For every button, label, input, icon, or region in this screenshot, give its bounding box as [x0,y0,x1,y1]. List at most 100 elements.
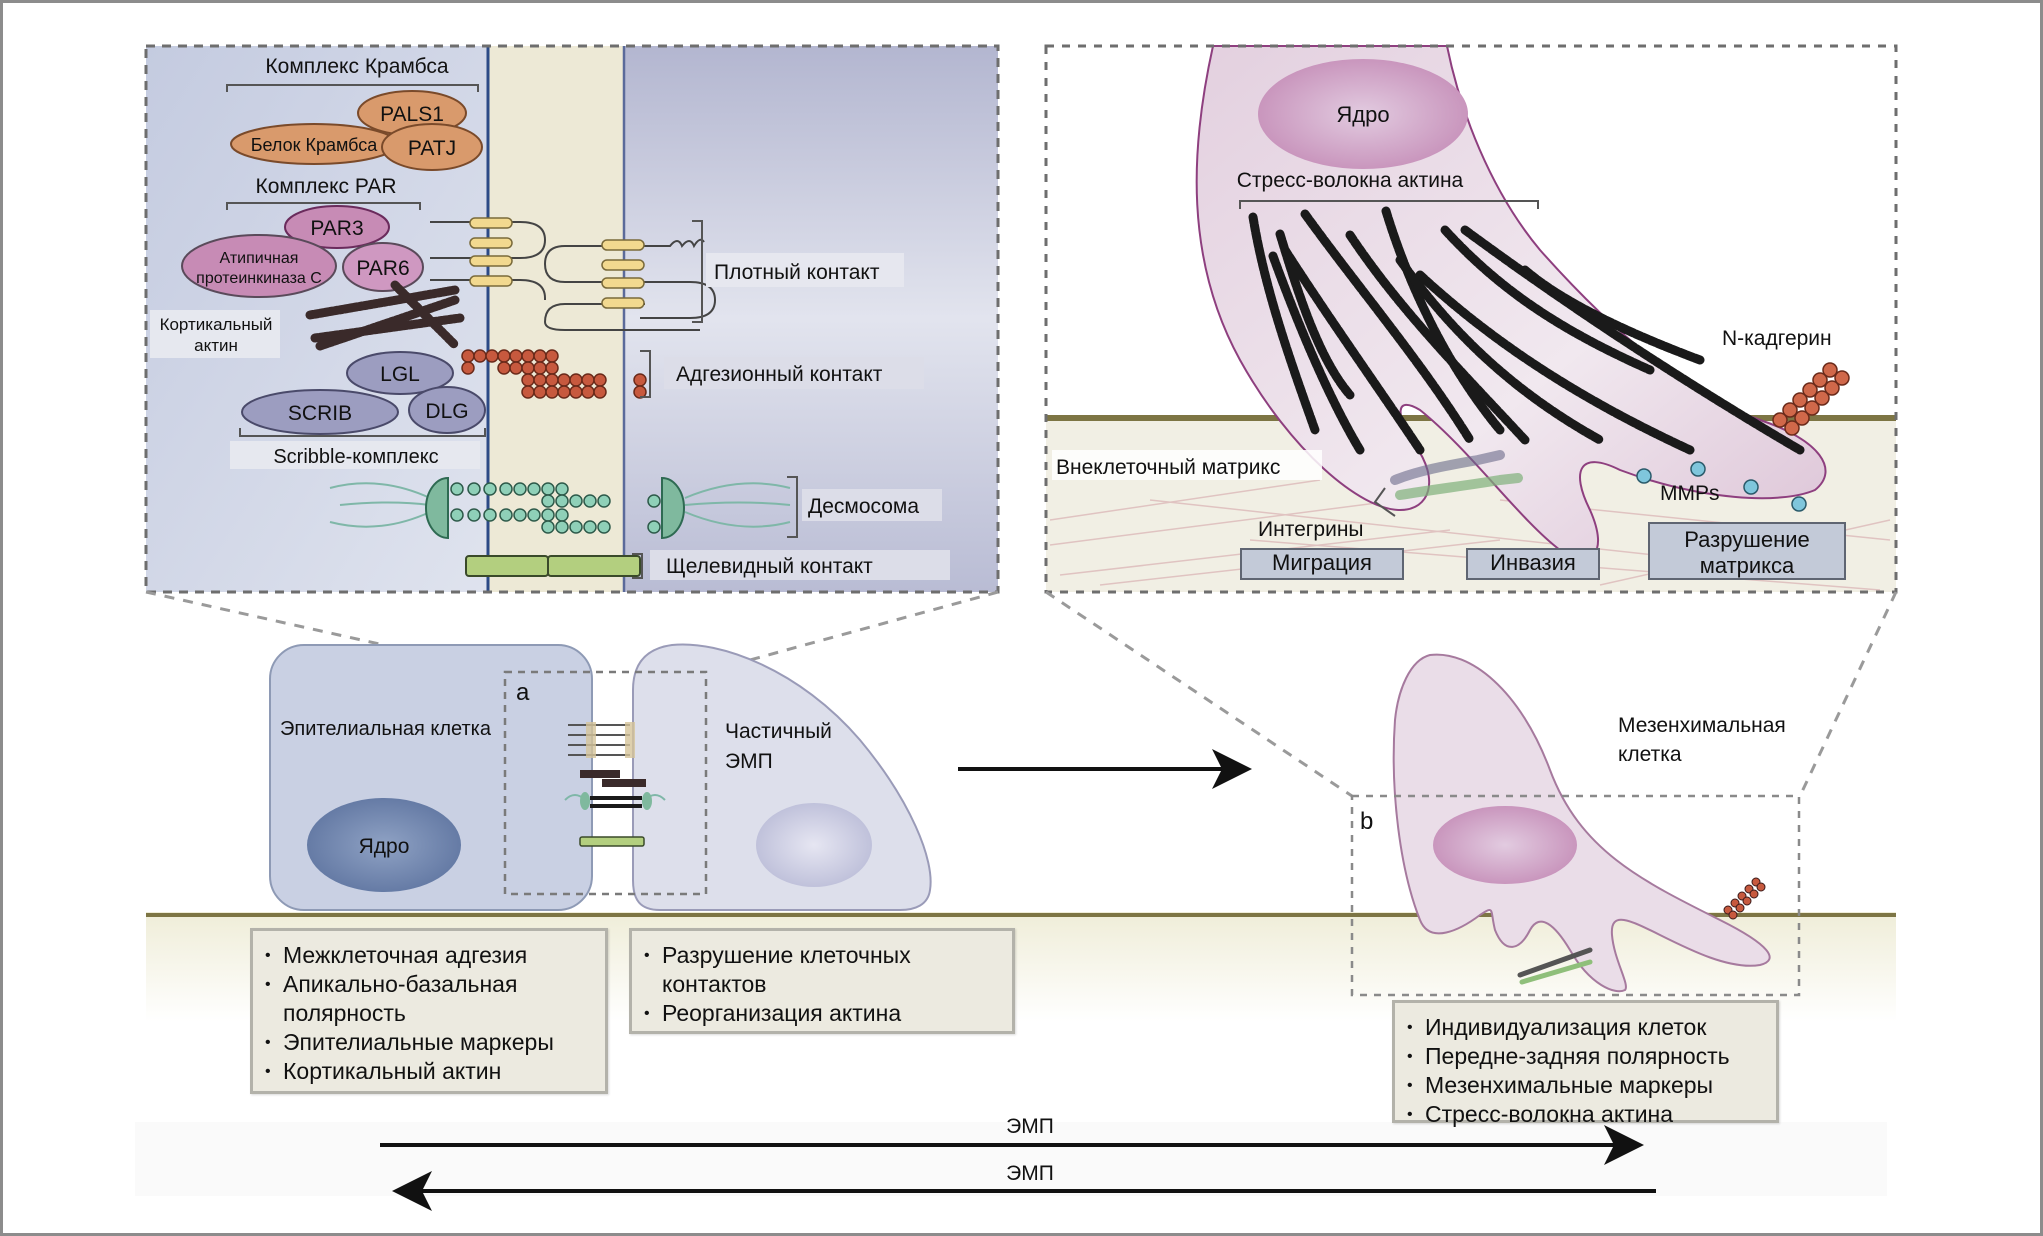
inset-a-letter: a [516,679,530,706]
desmosome-plaque-left [425,476,449,540]
desmosome-label-bg [802,489,942,521]
epithelial-cell-label: Эпителиальная клетка [280,718,492,740]
panel-b-invasion: Ядро Стресс-волокна актина N-кадгерин Ин… [1046,45,1896,592]
scribble-label-bg [230,441,480,469]
cortical-actin-label-line2: актин [194,336,238,355]
dlg-protein [408,386,486,434]
tight-junction-label: Плотный контакт [714,261,880,284]
adherens-junction [461,349,647,399]
gap-junction-label: Щелевидный контакт [666,555,873,578]
ecm-label-bg [1052,450,1322,480]
par-bracket [226,202,421,210]
matrix-degradation-line2: матрикса [1699,553,1795,578]
mesenchymal-features-list: Индивидуализация клетокПередне-задняя по… [1407,1013,1766,1129]
mesenchymal-cell [1392,653,1771,993]
reverse-transition-label: ЭМП [1006,1162,1054,1185]
crumbs-complex-title: Комплекс Крамбса [265,55,448,78]
mini-n-cadherin [1723,877,1766,920]
apkc-protein [181,234,337,298]
feature-item: Кортикальный актин [265,1057,563,1086]
lgl-label: LGL [380,363,420,386]
mmps-label: MMPs [1660,482,1720,505]
inset-a-box [503,670,708,896]
feature-item: Реорганизация актина [644,999,1002,1028]
connexon-left [465,555,549,577]
desmosome-filaments [329,482,791,528]
feature-item: Передне-задняя полярность [1407,1042,1766,1071]
desmosome-cadherins [450,482,661,534]
n-cadherin-zoomed [1772,362,1850,436]
panel-a-border [144,44,1000,594]
claudin-pills [469,217,645,309]
adherens-label-bg [664,357,924,389]
adherens-bracket [640,350,651,398]
scrib-label: SCRIB [288,402,352,425]
apkc-label-line1: Атипичная [220,250,299,267]
cortical-actin [305,280,465,351]
integrin-alpha [1390,450,1505,485]
invasion-tag: Инвазия [1466,548,1600,580]
desmosome-plaque-right [661,476,685,540]
mesenchymal-label-line1: Мезенхимальная [1618,714,1786,737]
inset-b-letter: b [1360,808,1373,835]
mini-integrin-beta [1519,959,1593,985]
feature-item: Разрушение клеточных контактов [644,941,1002,999]
patj-label: PATJ [408,137,456,160]
epithelial-nucleus [307,798,461,892]
matrix-degradation-line1: Разрушение [1684,527,1810,552]
inset-b-box [1350,794,1801,997]
par-complex-title: Комплекс PAR [255,175,396,198]
partial-emt-features-box: Разрушение клеточных контактовРеорганиза… [629,928,1015,1034]
par3-protein [284,205,390,249]
feature-item: Апикально-базальная полярность [265,970,563,1028]
mesenchymal-label-line2: клетка [1618,743,1682,766]
stress-fibers [1248,206,1805,455]
feature-item: Межклеточная адгезия [265,941,563,970]
crumbs-protein-label: Белок Крамбса [251,135,379,155]
integrins-bracket [1373,487,1396,517]
feature-item: Индивидуализация клеток [1407,1013,1766,1042]
epithelial-features-box: Межклеточная адгезияАпикально-базальная … [250,928,608,1094]
patj-protein [381,123,483,171]
dlg-label: DLG [425,400,468,423]
scrib-protein [241,389,399,435]
par6-label: PAR6 [356,257,409,280]
matrix-degradation-tag: Разрушение матрикса [1648,522,1846,580]
cortical-actin-label-bg [150,310,280,358]
migration-label: Миграция [1272,550,1372,575]
forward-transition-label: ЭМП [1006,1115,1054,1138]
lgl-protein [346,351,454,395]
migration-tag: Миграция [1240,548,1404,580]
tight-junction-bracket [692,220,703,323]
crumbs-bracket [226,84,479,92]
nucleus-b-label: Ядро [1336,102,1389,127]
adherens-junction-label: Адгезионный контакт [676,363,883,386]
panel-a-junctions: Комплекс Крамбса PALS1 Белок Крамбса PAT… [144,44,1000,594]
partial-emt-nucleus [756,803,872,887]
mini-integrin-alpha [1517,947,1593,978]
mini-junctions [564,722,666,847]
nucleus-b [1258,59,1468,169]
apkc-label-line2: протеинкиназа С [196,270,322,287]
tight-junction-label-bg [706,253,904,287]
gap-junction-label-bg [650,550,950,580]
feature-item: Эпителиальные маркеры [265,1028,563,1057]
partial-emt-label-line1: Частичный [725,720,832,743]
partial-emt-features-list: Разрушение клеточных контактовРеорганиза… [644,941,1002,1028]
mesenchymal-nucleus [1433,806,1577,884]
par6-protein [342,242,424,292]
mmps [1636,461,1807,512]
gap-junction-bracket [632,553,643,579]
scribble-bracket [239,428,486,437]
integrin-beta [1395,473,1523,500]
integrins-label: Интегрины [1258,518,1364,541]
connexon-right [547,555,641,577]
mesenchymal-features-box: Индивидуализация клетокПередне-задняя по… [1392,1000,1779,1129]
stress-fibers-bracket [1239,200,1539,209]
panel-b-border [1044,44,1898,594]
feature-item: Стресс-волокна актина [1407,1100,1766,1129]
epithelial-nucleus-label: Ядро [359,835,410,858]
pals1-label: PALS1 [380,103,444,126]
par3-label: PAR3 [310,217,363,240]
